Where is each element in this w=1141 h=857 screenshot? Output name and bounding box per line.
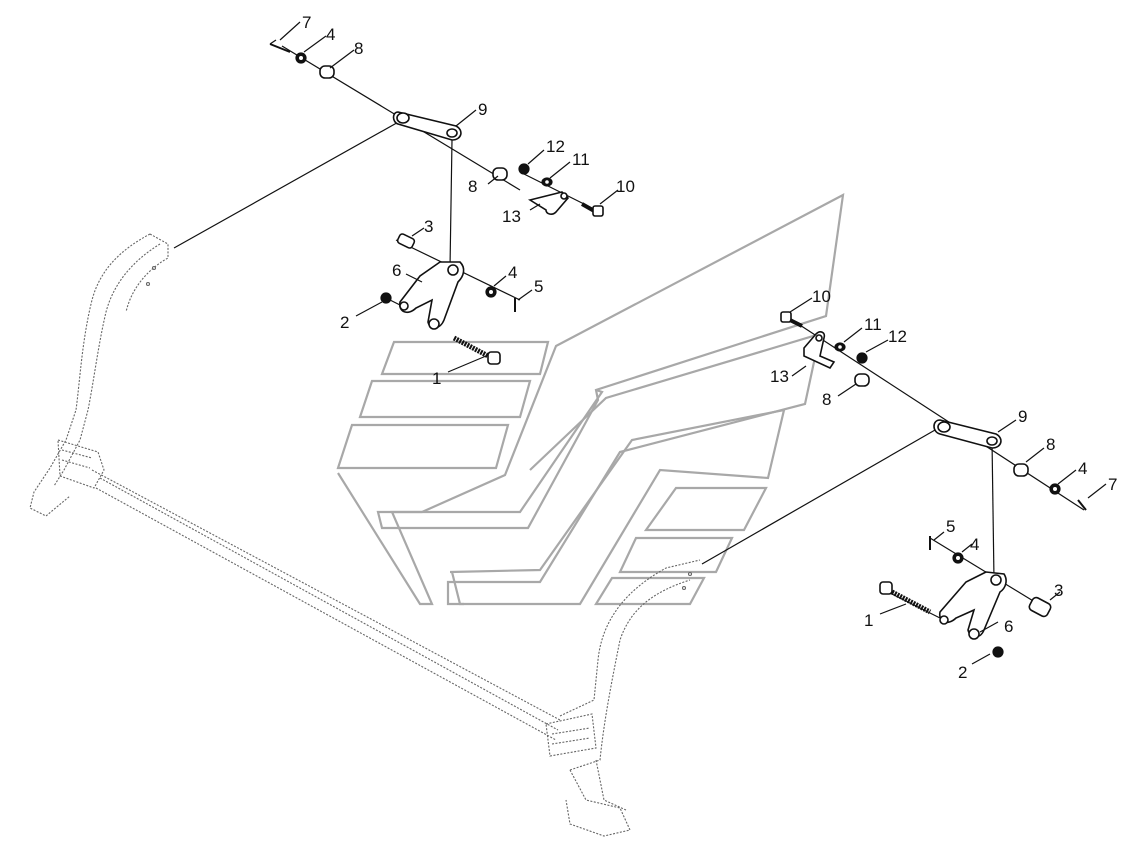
callout-3: 3 [1054,581,1063,600]
top-latch-assembly: 7 4 8 9 12 11 8 10 13 3 4 6 5 2 1 [173,13,635,388]
bushing-icon [1013,463,1029,477]
callout-8: 8 [468,177,477,196]
callout-3: 3 [424,217,433,236]
nut-icon [518,163,530,175]
callout-9: 9 [478,100,487,119]
callout-8: 8 [822,390,831,409]
bushing-icon [319,65,335,79]
callout-4: 4 [1078,459,1087,478]
callout-9: 9 [1018,407,1027,426]
callout-13: 13 [502,207,521,226]
callout-5: 5 [946,517,955,536]
callout-8: 8 [1046,435,1055,454]
callout-1: 1 [432,369,441,388]
callout-10: 10 [616,177,635,196]
callout-13: 13 [770,367,789,386]
callout-4: 4 [326,25,335,44]
nut-icon [856,352,868,364]
bolt-icon [879,581,932,615]
callout-11: 11 [864,315,882,334]
callout-1: 1 [864,611,873,630]
callout-2: 2 [340,313,349,332]
nut-icon [992,646,1004,658]
latch-bracket-icon [398,261,465,330]
callout-11: 11 [572,150,590,169]
nut-icon [380,292,392,304]
cotter-pin-icon [1077,499,1087,511]
hood-logo-graphic [336,193,845,606]
callout-2: 2 [958,663,967,682]
pivot-pin-icon [1028,596,1052,618]
bottom-latch-assembly: 10 11 12 13 8 9 8 4 7 5 4 3 1 6 2 [701,287,1117,682]
callout-12: 12 [546,137,565,156]
callout-12: 12 [888,327,907,346]
bushing-icon [854,373,870,387]
callout-6: 6 [1004,617,1013,636]
callout-5: 5 [534,277,543,296]
pivot-pin-icon [396,233,416,249]
cotter-pin-icon [269,39,291,53]
callout-7: 7 [302,13,311,32]
bolt-icon [581,202,604,217]
callout-7: 7 [1108,475,1117,494]
bolt-icon [452,335,501,365]
cam-plate-icon [803,331,836,370]
cab-frame-outline [29,233,701,837]
callout-4: 4 [508,263,517,282]
callout-8: 8 [354,39,363,58]
link-arm-icon [392,111,462,141]
callout-4: 4 [970,535,979,554]
callout-10: 10 [812,287,831,306]
callout-6: 6 [392,261,401,280]
latch-bracket-icon [938,571,1007,640]
bolt-icon [780,311,803,328]
cam-plate-icon [527,191,570,215]
